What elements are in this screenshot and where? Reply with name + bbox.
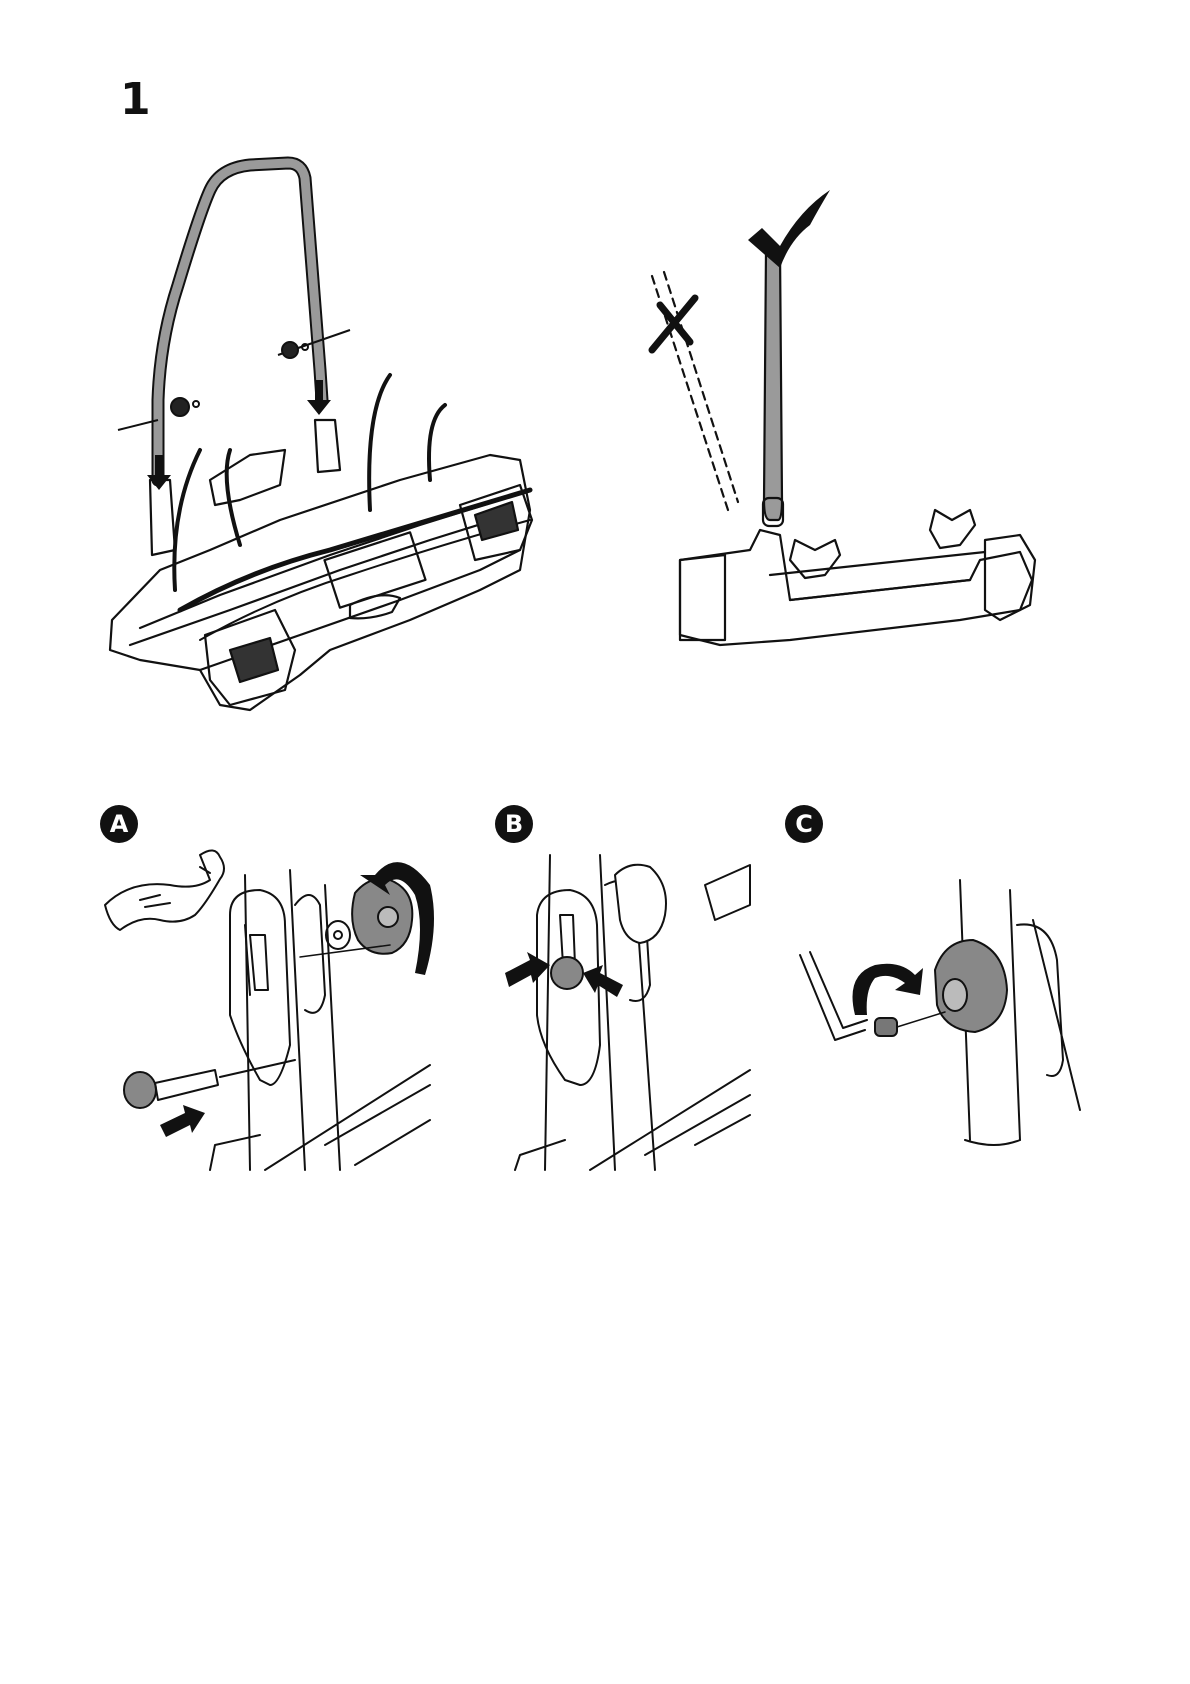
detail-b-illustration	[505, 855, 755, 1170]
detail-a-illustration	[100, 845, 440, 1170]
push-arrow-icon	[160, 1105, 205, 1137]
detail-c-illustration	[795, 880, 1095, 1150]
detail-b-badge: B	[495, 805, 533, 843]
rotate-arrow-icon	[853, 964, 924, 1015]
bar-position-illustration	[640, 180, 1040, 650]
carrier-assembly-illustration	[100, 150, 600, 730]
step-number: 1	[120, 78, 151, 122]
u-bar	[158, 163, 322, 480]
push-arrow-icon	[583, 965, 623, 997]
check-icon	[748, 190, 830, 268]
detail-a-badge: A	[100, 805, 138, 843]
flexed-arm-icon	[105, 850, 224, 930]
detail-c-badge: C	[785, 805, 823, 843]
push-arrow-icon	[505, 952, 550, 987]
